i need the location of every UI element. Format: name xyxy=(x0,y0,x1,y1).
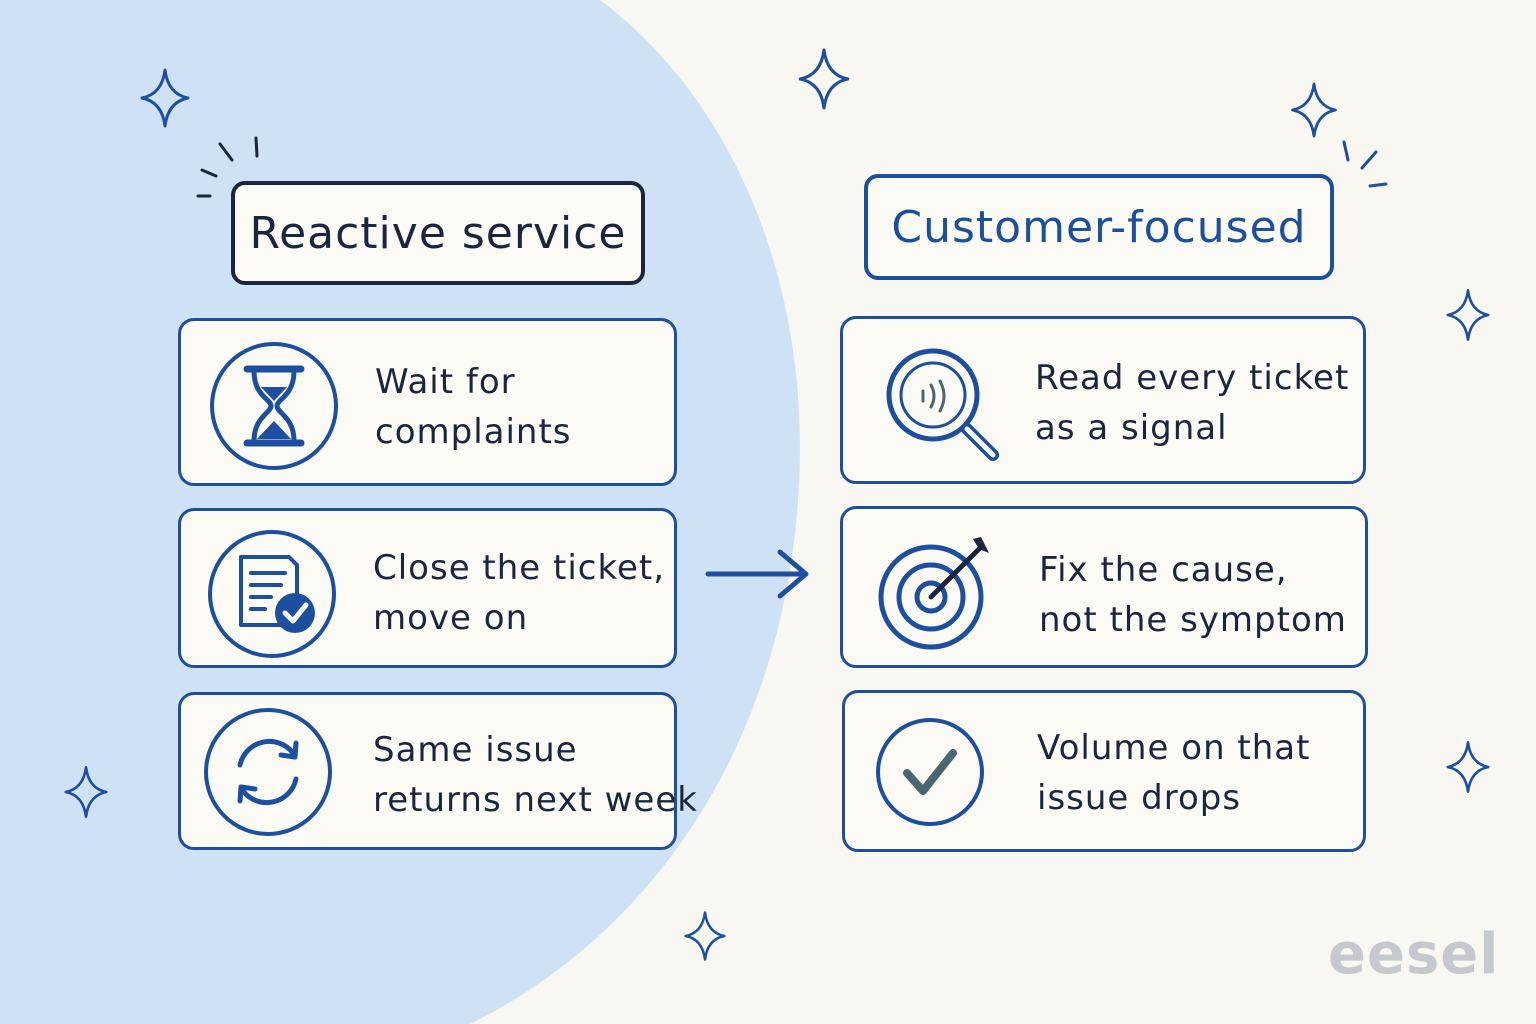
card-text: Fix the cause, not the symptom xyxy=(1039,545,1347,645)
customer-focused-title: Customer-focused xyxy=(864,174,1334,280)
sparkle-icon xyxy=(1291,82,1337,138)
card-text: Volume on that issue drops xyxy=(1037,723,1310,823)
line-2: move on xyxy=(373,598,529,638)
line-1: Fix the cause, xyxy=(1039,550,1288,590)
document-check-icon xyxy=(208,530,336,658)
left-burst-lines xyxy=(196,136,259,198)
line-2: issue drops xyxy=(1037,778,1242,818)
right-arrow-icon xyxy=(705,549,809,599)
sparkle-icon xyxy=(1446,741,1490,793)
card-volume-drops: Volume on that issue drops xyxy=(842,690,1366,852)
sparkle-icon xyxy=(798,48,850,110)
card-read-every-ticket: Read every ticket as a signal xyxy=(840,316,1366,484)
card-same-issue-returns: Same issue returns next week xyxy=(178,692,697,850)
line-2: as a signal xyxy=(1035,408,1228,448)
sparkle-icon xyxy=(64,766,108,818)
hourglass-icon xyxy=(210,342,338,470)
sparkle-icon xyxy=(1446,289,1490,341)
card-wait-for-complaints: Wait for complaints xyxy=(178,318,677,486)
line-1: Volume on that xyxy=(1037,728,1311,768)
card-text: Wait for complaints xyxy=(375,357,572,457)
card-text: Close the ticket, move on xyxy=(373,543,665,643)
line-1: Read every ticket xyxy=(1035,358,1350,398)
card-text: Same issue returns next week xyxy=(373,725,698,825)
sparkle-icon xyxy=(140,68,190,128)
card-close-the-ticket: Close the ticket, move on xyxy=(178,508,677,668)
right-burst-lines xyxy=(1342,140,1388,188)
checkmark-icon xyxy=(876,718,984,826)
refresh-icon xyxy=(204,708,332,836)
sparkle-icon xyxy=(684,911,726,961)
line-2: not the symptom xyxy=(1039,600,1347,640)
target-icon xyxy=(878,537,989,650)
reactive-service-title: Reactive service xyxy=(231,181,645,285)
line-2: complaints xyxy=(375,412,572,452)
line-1: Close the ticket, xyxy=(373,548,666,588)
customer-focused-title-text: Customer-focused xyxy=(891,201,1307,253)
line-1: Wait for xyxy=(375,362,516,402)
line-2: returns next week xyxy=(373,780,698,820)
eesel-logo: eesel xyxy=(1328,922,1500,987)
magnifier-icon xyxy=(886,348,999,461)
card-fix-the-cause: Fix the cause, not the symptom xyxy=(840,506,1368,668)
card-text: Read every ticket as a signal xyxy=(1035,353,1349,453)
line-1: Same issue xyxy=(373,730,578,770)
reactive-service-title-text: Reactive service xyxy=(249,207,627,259)
